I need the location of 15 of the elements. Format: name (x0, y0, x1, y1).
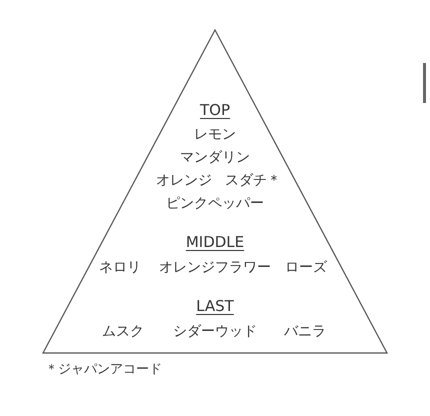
note-name: バニラ (284, 324, 326, 340)
tier-heading: TOP (200, 101, 230, 119)
note-name: ネロリ (99, 260, 141, 276)
note-name: シダーウッド (173, 324, 257, 340)
note-name: ピンクペッパー (166, 196, 264, 212)
tier-heading: MIDDLE (186, 233, 244, 251)
note-name: スダチ＊ (225, 172, 281, 190)
note-name: マンダリン (180, 150, 250, 166)
note-name: ムスク (102, 324, 144, 340)
footnote: ＊ジャパンアコード (45, 361, 162, 378)
note-name: オレンジフラワー (159, 260, 271, 276)
note-name: レモン (194, 126, 236, 144)
note-name: ローズ (285, 260, 327, 276)
note-name: オレンジ (156, 172, 212, 190)
tier-heading: LAST (196, 297, 234, 315)
